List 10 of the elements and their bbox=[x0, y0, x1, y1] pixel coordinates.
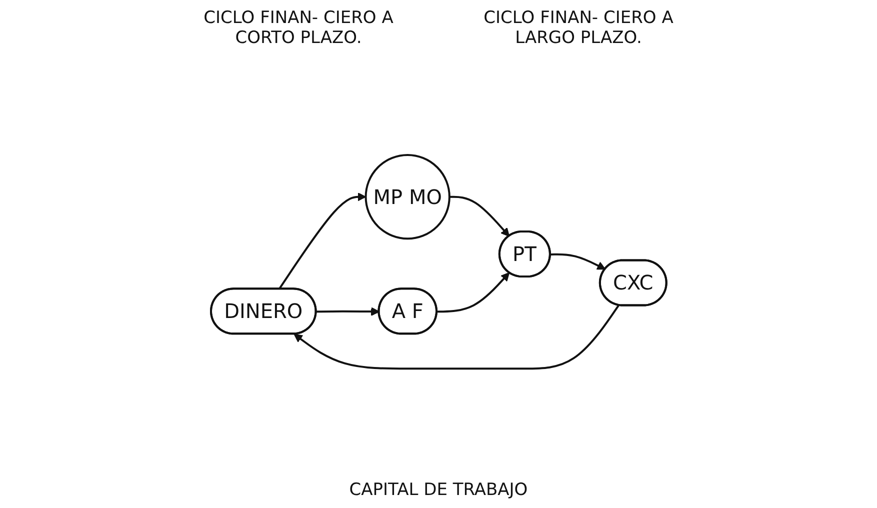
arrow bbox=[436, 272, 510, 313]
arrow bbox=[278, 192, 366, 290]
note-text: CICLO FINAN- CIERO A LARGO PLAZO. bbox=[482, 8, 674, 48]
arrow bbox=[294, 304, 620, 370]
node-circle: MP MO bbox=[364, 154, 450, 240]
note-text: CICLO FINAN- CIERO A CORTO PLAZO. bbox=[202, 8, 394, 48]
arrow bbox=[550, 254, 606, 270]
note-text: CAPITAL DE TRABAJO bbox=[349, 480, 528, 500]
arrow bbox=[316, 307, 380, 316]
arrow bbox=[449, 196, 510, 237]
